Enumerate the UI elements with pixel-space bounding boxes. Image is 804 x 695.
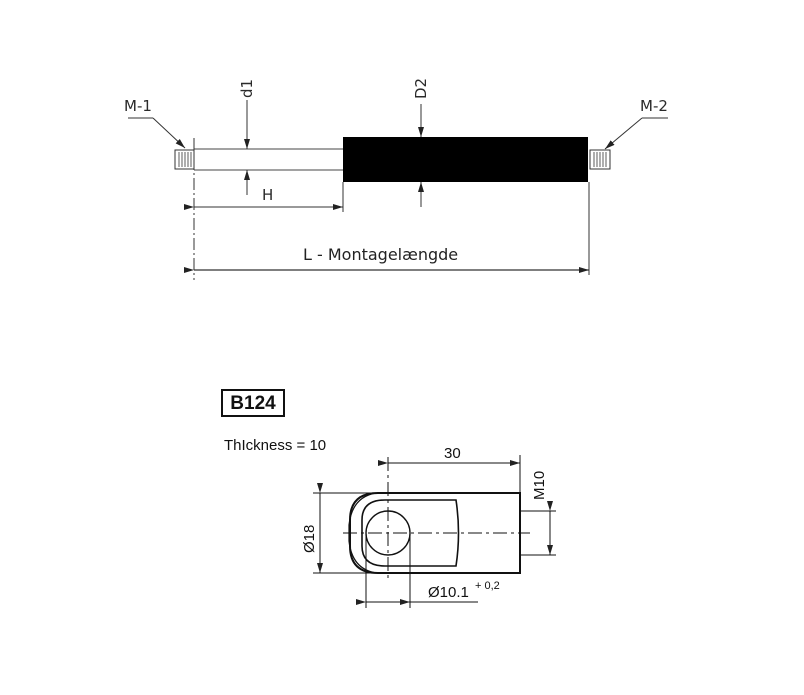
dim-outer-diameter: Ø18 xyxy=(301,524,318,553)
label-mounting-length: L - Montagelængde xyxy=(303,245,459,264)
label-H: H xyxy=(262,186,274,204)
gas-spring-drawing xyxy=(128,100,668,280)
label-m1: M-1 xyxy=(124,97,152,115)
thickness-label: ThIckness = 10 xyxy=(224,437,327,454)
label-d1: d1 xyxy=(238,78,256,98)
label-m2: M-2 xyxy=(640,97,668,115)
eye-fitting-drawing xyxy=(313,455,556,608)
dim-hole-diameter: Ø10.1 xyxy=(428,584,469,601)
dim-length-30: 30 xyxy=(444,445,461,462)
label-D2: D2 xyxy=(412,77,430,99)
dim-thread-m10: M10 xyxy=(531,470,548,500)
dim-hole-tolerance: + 0,2 xyxy=(475,580,500,592)
part-code-badge: B124 xyxy=(221,389,285,417)
